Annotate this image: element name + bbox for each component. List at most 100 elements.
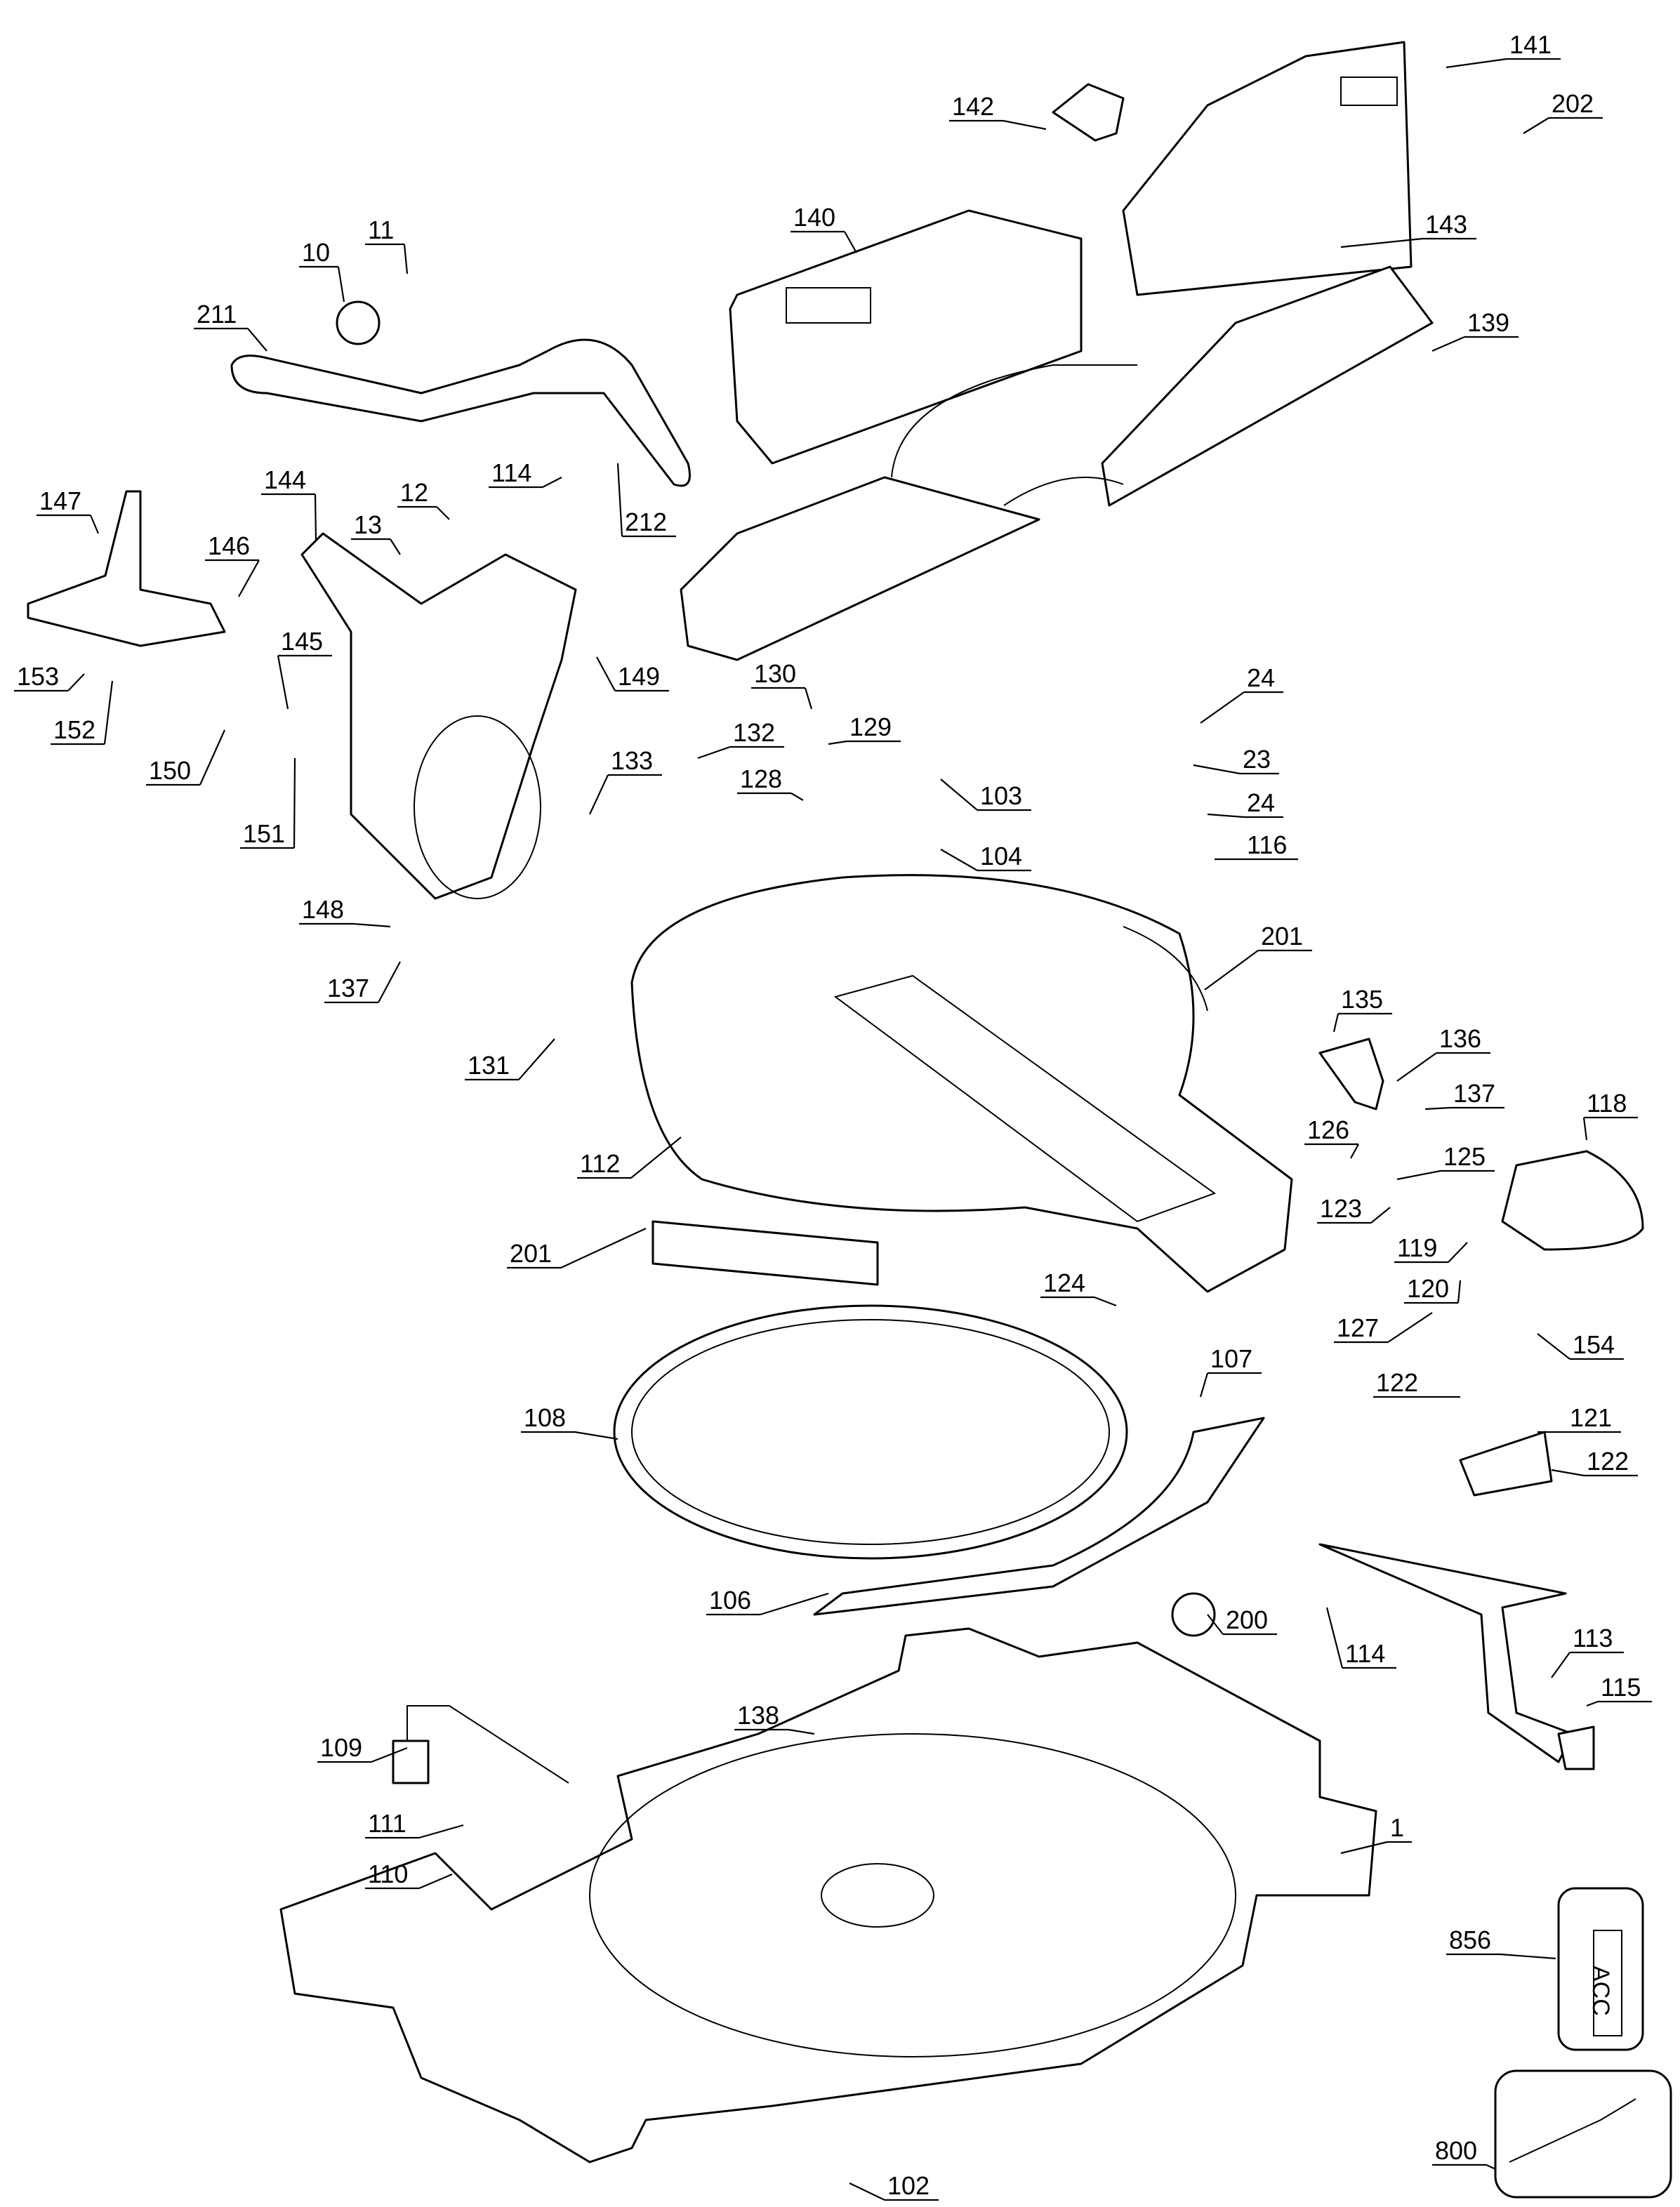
part-table-112-slot	[833, 974, 1217, 1223]
leader-line	[1431, 336, 1519, 352]
leader-line	[596, 656, 669, 692]
part-base-1-hub	[821, 1863, 934, 1928]
part-callout: 12	[397, 478, 450, 520]
part-number-label: 201	[1261, 922, 1303, 950]
part-number-label: 131	[468, 1051, 510, 1080]
part-number-label: 137	[327, 974, 369, 1002]
part-plate-136	[1318, 1038, 1384, 1111]
leader-line	[791, 230, 857, 253]
leader-line	[828, 740, 901, 745]
leader-line	[1586, 1700, 1652, 1707]
part-callout: 124	[1040, 1268, 1117, 1307]
part-callout: 141	[1446, 30, 1561, 69]
part-scale-106	[813, 1417, 1265, 1616]
part-fence-139	[1101, 265, 1434, 507]
part-number-label: 119	[1397, 1233, 1437, 1262]
part-number-label: 114	[491, 458, 531, 487]
leader-line	[1404, 1280, 1462, 1304]
part-callout: 128	[737, 764, 804, 801]
part-number-label: 142	[952, 92, 994, 121]
part-callout: 856	[1446, 1926, 1556, 1960]
part-callout: 800	[1432, 2136, 1496, 2170]
part-number-label: 123	[1320, 1194, 1362, 1223]
part-callout: 121	[1537, 1403, 1621, 1433]
part-callout: 102	[849, 2171, 939, 2201]
part-callout: 201	[507, 1228, 647, 1269]
leader-line	[1334, 1312, 1433, 1344]
leader-line	[1199, 1372, 1262, 1398]
part-guard-201-b	[652, 1220, 879, 1286]
part-number-label: 126	[1307, 1115, 1349, 1144]
leader-line	[299, 265, 345, 303]
part-number-label: 13	[354, 510, 382, 539]
leader-line	[489, 477, 562, 489]
leader-line	[1304, 1143, 1359, 1159]
part-wire-800	[1509, 2098, 1636, 2163]
part-callout: 114	[489, 458, 562, 489]
part-number-label: 106	[709, 1586, 751, 1615]
leader-line	[1446, 1953, 1556, 1960]
leader-line	[1424, 1106, 1504, 1111]
leader-line	[1523, 117, 1603, 134]
part-callout: 135	[1332, 985, 1392, 1033]
part-number-label: 148	[302, 895, 344, 924]
part-bearing-10	[336, 300, 381, 345]
part-number-label: 1	[1390, 1813, 1404, 1842]
part-rod-109-cap	[392, 1739, 430, 1784]
part-callout: 132	[697, 718, 784, 760]
leader-line	[1200, 691, 1283, 724]
part-arm-211	[230, 338, 691, 487]
part-rod-109	[406, 1705, 569, 1784]
leader-line	[706, 1592, 829, 1616]
part-number-label: 145	[281, 627, 323, 656]
part-number-label: 139	[1467, 308, 1509, 337]
part-number-label: 102	[887, 2171, 930, 2200]
part-number-label: 154	[1573, 1330, 1615, 1359]
part-number-label: 111	[368, 1809, 406, 1838]
part-fence-140-slot	[786, 287, 871, 324]
part-table-112	[630, 874, 1293, 1293]
leader-line	[940, 778, 1031, 811]
leader-line	[261, 493, 317, 541]
leader-line	[51, 680, 114, 745]
decal-text: ACC	[1587, 1966, 1614, 2016]
part-number-label: 112	[580, 1149, 620, 1178]
part-callout: 153	[14, 662, 85, 692]
part-number-label: 12	[400, 478, 428, 507]
part-number-label: 110	[368, 1860, 408, 1888]
part-guard-201-a	[1123, 926, 1208, 1012]
part-callout: 115	[1586, 1673, 1652, 1707]
part-number-label: 127	[1337, 1313, 1379, 1342]
leader-line	[37, 514, 100, 534]
part-number-label: 109	[320, 1733, 362, 1762]
part-base-1	[279, 1627, 1377, 2163]
part-callout: 149	[596, 656, 669, 692]
leader-line	[1551, 1651, 1624, 1678]
leader-line	[1394, 1242, 1468, 1264]
part-number-label: 800	[1435, 2136, 1477, 2165]
part-callout: 110	[365, 1860, 453, 1890]
part-callout: 129	[828, 713, 901, 745]
leader-line	[849, 2182, 939, 2201]
part-number-label: 116	[1247, 830, 1287, 859]
part-number-label: 151	[243, 819, 285, 848]
part-callout: 147	[37, 486, 100, 534]
part-number-label: 11	[368, 216, 394, 244]
leader-line	[317, 1747, 408, 1763]
part-number-label: 211	[197, 300, 237, 329]
part-number-label: 108	[524, 1403, 566, 1432]
leader-line	[507, 1228, 647, 1269]
leader-line	[240, 757, 296, 849]
part-callout: 109	[317, 1733, 408, 1763]
part-callout: 10	[299, 238, 345, 303]
part-callout: 150	[146, 729, 226, 786]
leader-line	[1446, 58, 1561, 69]
part-number-label: 24	[1247, 663, 1275, 692]
part-callout: 212	[616, 463, 676, 538]
part-bracket-144	[300, 532, 577, 900]
leader-line	[365, 1824, 464, 1839]
part-callout: 139	[1431, 308, 1519, 352]
part-number-label: 10	[302, 238, 330, 267]
leader-line	[1207, 813, 1283, 818]
